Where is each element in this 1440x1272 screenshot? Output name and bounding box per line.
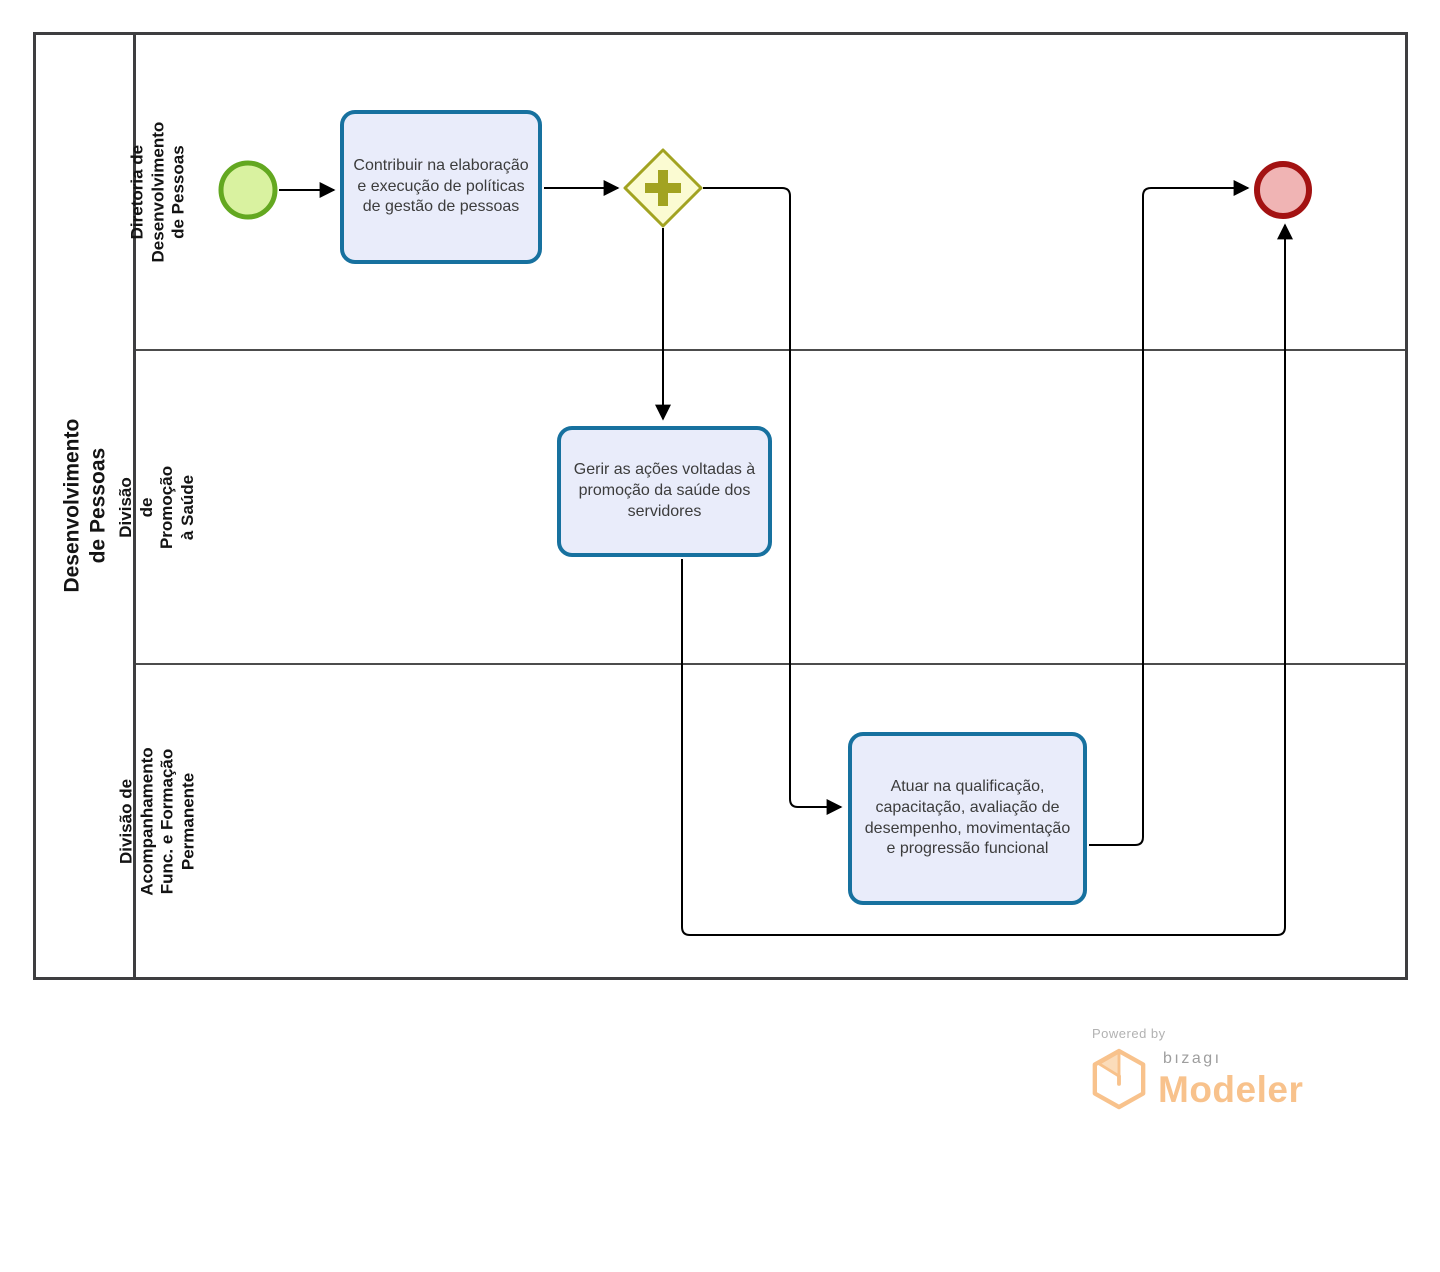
task-atuar-qualificacao[interactable]: Atuar na qualificação, capacitação, aval… — [848, 732, 1087, 905]
lane-divisao-de-acompanhamento: Divisão de Acompanhamento Func. e Formaç… — [117, 663, 1405, 977]
bizagi-brand-label: bızagı — [1163, 1050, 1222, 1067]
start-event[interactable] — [218, 160, 278, 220]
flow-task-gerir-to-end — [681, 223, 1293, 936]
task-label: Atuar na qualificação, capacitação, aval… — [864, 777, 1071, 858]
flow-gateway-to-task-atuar — [703, 187, 843, 815]
end-event[interactable] — [1254, 161, 1312, 219]
task-label: Contribuir na elaboração e execução de p… — [353, 156, 529, 216]
lanes-container: Diretoria de Desenvolvimento de Pessoas … — [117, 35, 1405, 977]
task-gerir-acoes-saude[interactable]: Gerir as ações voltadas à promoção da sa… — [557, 426, 772, 557]
modeler-product-label: Modeler — [1158, 1069, 1304, 1110]
plus-icon — [645, 170, 681, 206]
lane-divisao-de-promocao-a-saude: Divisão de Promoção à Saúde — [117, 349, 1405, 663]
task-contribuir-politicas[interactable]: Contribuir na elaboração e execução de p… — [340, 110, 542, 264]
pool-desenvolvimento-de-pessoas: Desenvolvimento de Pessoas Diretoria de … — [33, 32, 1408, 980]
bizagi-modeler-logo: Powered by bızagı Modeler — [1090, 1026, 1303, 1112]
powered-by-label: Powered by — [1092, 1026, 1166, 1041]
pool-title-band: Desenvolvimento de Pessoas — [36, 35, 136, 977]
parallel-gateway[interactable] — [623, 148, 703, 228]
bizagi-hexagon-icon — [1092, 1048, 1146, 1110]
flow-task-atuar-to-end — [1089, 180, 1250, 846]
task-label: Gerir as ações voltadas à promoção da sa… — [573, 461, 756, 520]
